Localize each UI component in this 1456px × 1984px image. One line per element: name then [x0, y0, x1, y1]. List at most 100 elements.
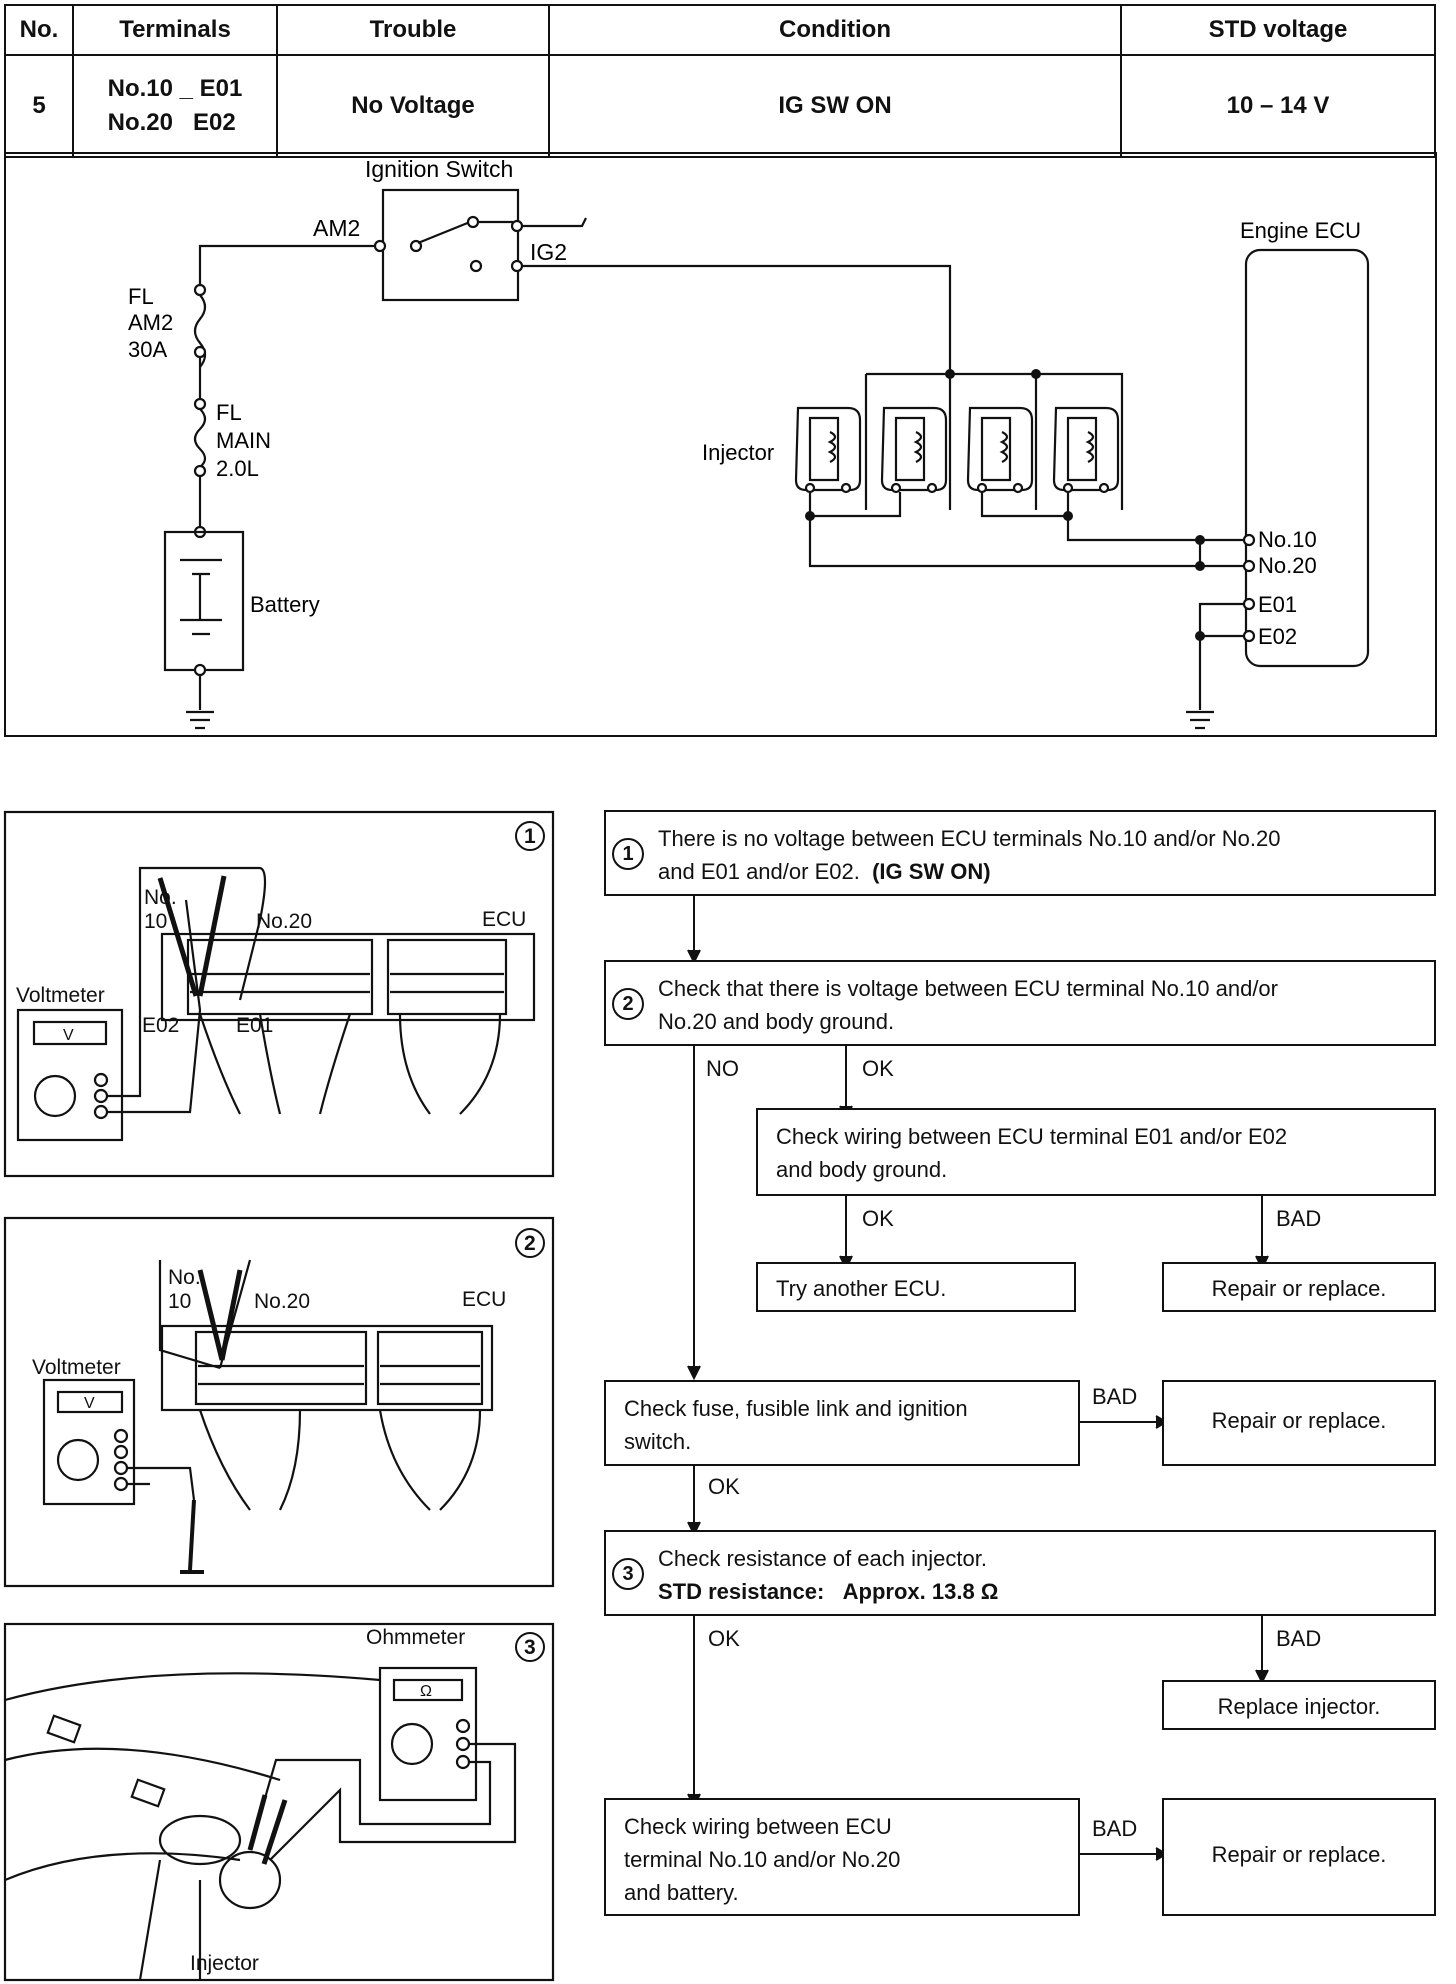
injector-1 [794, 406, 862, 494]
check-wiring-e-box: Check wiring between ECU terminal E01 an… [756, 1108, 1436, 1196]
replace-injector-text: Replace injector. [1217, 1694, 1381, 1719]
fl-am2-line3: 30A [128, 337, 167, 362]
repair-text-1: Repair or replace. [1211, 1276, 1387, 1301]
terminals-line1: No.10 _ E01 [107, 75, 243, 102]
table-header-row: No. Terminals Trouble Condition STD volt… [4, 4, 1436, 56]
ill1-10: 10 [144, 910, 167, 933]
fl-main-line2: MAIN [216, 428, 271, 453]
ill1-number: 1 [524, 825, 536, 848]
injector-label: Injector [702, 440, 774, 465]
ill1-e02: E02 [142, 1014, 179, 1037]
ill2-voltmeter: Voltmeter [32, 1356, 121, 1379]
ig2-label: IG2 [530, 239, 567, 265]
step2-number: 2 [612, 988, 644, 1020]
ill2-v: V [84, 1395, 95, 1412]
repair-box-2: Repair or replace. [1162, 1380, 1436, 1466]
ecu-no20: No.20 [1258, 553, 1317, 578]
illustrations: 1 2 3 Voltmeter V No. 10 No.20 ECU E02 E… [3, 810, 555, 1982]
ill1-e01: E01 [236, 1014, 273, 1037]
illustration-2-frame [3, 1216, 555, 1588]
header-terminals: Terminals [72, 4, 278, 56]
voltmeter-1 [16, 1008, 124, 1142]
check-fuse-line2: switch. [624, 1429, 692, 1454]
repair-box-3: Repair or replace. [1162, 1798, 1436, 1916]
label-ok-1: OK [862, 1056, 894, 1081]
ill1-ecu: ECU [482, 908, 526, 931]
label-bad-3: BAD [1276, 1626, 1322, 1651]
step1-number: 1 [612, 838, 644, 870]
fl-main-line1: FL [216, 400, 242, 425]
circuit-diagram: Ignition Switch AM2 IG2 FL AM2 30A FL MA… [4, 152, 1437, 737]
circuit-frame [4, 152, 1437, 737]
cell-terminals: No.10 _ E01 No.20 E02 [72, 54, 278, 158]
injector-4 [1052, 406, 1120, 494]
header-trouble: Trouble [276, 4, 550, 56]
terminals-line2: No.20 E02 [107, 109, 236, 136]
fl-am2-line2: AM2 [128, 310, 173, 335]
ignition-switch-box [381, 188, 520, 302]
injector-part [158, 1814, 242, 1866]
ecu-ground [1186, 602, 1244, 730]
step2-line1: Check that there is voltage between ECU … [658, 976, 1278, 1001]
table-row: 5 No.10 _ E01 No.20 E02 No Voltage IG SW… [4, 54, 1436, 158]
step1-box: 1 There is no voltage between ECU termin… [604, 810, 1436, 896]
check-wiring-b-box: Check wiring between ECU terminal No.10 … [604, 1798, 1080, 1916]
trouble-table: No. Terminals Trouble Condition STD volt… [4, 4, 1436, 158]
ill1-v: V [63, 1027, 74, 1044]
label-bad-2: BAD [1092, 1384, 1138, 1409]
cell-trouble: No Voltage [276, 54, 550, 158]
header-no: No. [4, 4, 74, 56]
ignition-switch-label: Ignition Switch [365, 156, 513, 182]
ill3-ohmmeter: Ohmmeter [366, 1626, 465, 1649]
replace-injector-box: Replace injector. [1162, 1680, 1436, 1730]
check-fuse-box: Check fuse, fusible link and ignition sw… [604, 1380, 1080, 1466]
step1-line2: and E01 and/or E02. [658, 859, 860, 884]
fl-main-line3: 2.0L [216, 456, 259, 481]
ill3-number: 3 [524, 1636, 536, 1659]
repair-box-1: Repair or replace. [1162, 1262, 1436, 1312]
illustration-3-frame [3, 1622, 555, 1982]
voltmeter-2 [42, 1378, 136, 1506]
step3-line1: Check resistance of each injector. [658, 1546, 987, 1571]
label-no: NO [706, 1056, 739, 1081]
step3-value: Approx. 13.8 Ω [842, 1579, 999, 1604]
no20-group-a [980, 492, 1070, 518]
check-wiring-b-line1: Check wiring between ECU [624, 1814, 892, 1839]
ill1-voltmeter: Voltmeter [16, 984, 105, 1007]
step1-bold: (IG SW ON) [872, 859, 991, 884]
repair-text-3: Repair or replace. [1211, 1842, 1387, 1867]
label-ok-4: OK [708, 1626, 740, 1651]
ill2-no20: No.20 [254, 1290, 310, 1313]
ecu-connector-2 [160, 1324, 494, 1412]
engine-ecu-label: Engine ECU [1240, 218, 1361, 243]
ecu-connector-1 [160, 932, 536, 1022]
ecu-e01: E01 [1258, 592, 1297, 617]
cell-std-voltage: 10 – 14 V [1120, 54, 1436, 158]
ill1-no20: No.20 [256, 910, 312, 933]
cell-no: 5 [4, 54, 74, 158]
step3-number: 3 [612, 1558, 644, 1590]
header-std-voltage: STD voltage [1120, 4, 1436, 56]
step3-std: STD resistance: [658, 1579, 825, 1604]
fuse-main [193, 408, 207, 468]
label-bad-1: BAD [1276, 1206, 1322, 1231]
repair-text-2: Repair or replace. [1211, 1408, 1387, 1433]
ill3-omega: Ω [420, 1683, 432, 1700]
label-ok-2: OK [862, 1206, 894, 1231]
label-ok-3: OK [708, 1474, 740, 1499]
battery-ground [186, 675, 214, 730]
check-wiring-b-line2: terminal No.10 and/or No.20 [624, 1847, 901, 1872]
label-bad-4: BAD [1092, 1816, 1138, 1841]
engine-ecu-box [1244, 248, 1370, 668]
am2-label: AM2 [313, 215, 360, 241]
ill2-number: 2 [524, 1232, 536, 1255]
fl-am2-line1: FL [128, 284, 154, 309]
check-wiring-b-line3: and battery. [624, 1880, 739, 1905]
ill1-no: No. [144, 886, 177, 909]
illustration-1-frame [3, 810, 555, 1178]
step2-box: 2 Check that there is voltage between EC… [604, 960, 1436, 1046]
check-fuse-line1: Check fuse, fusible link and ignition [624, 1396, 968, 1421]
ecu-no10: No.10 [1258, 527, 1317, 552]
no10-group [808, 492, 902, 518]
injector-2 [880, 406, 948, 494]
